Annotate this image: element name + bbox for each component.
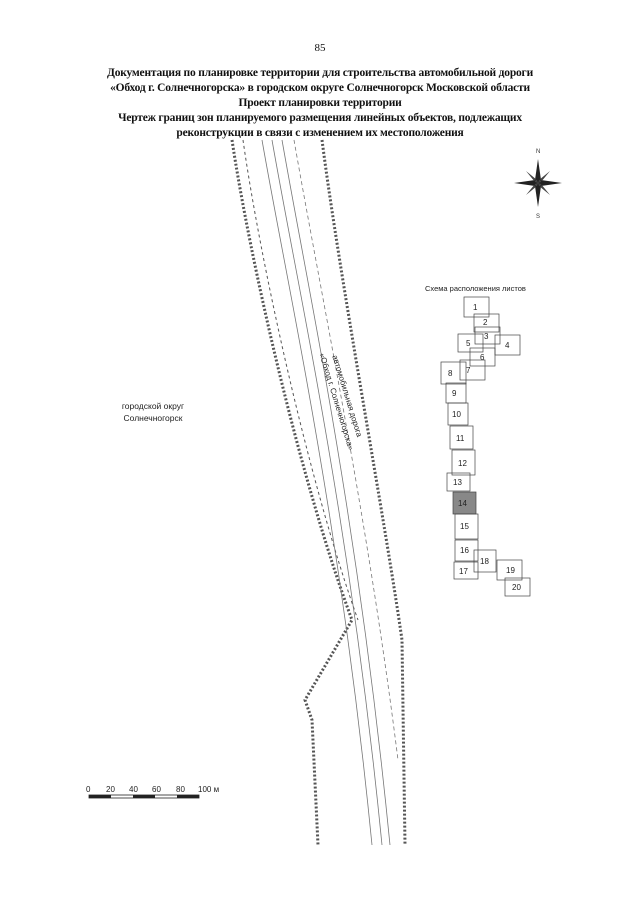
sheet-label-11: 11 xyxy=(456,434,465,443)
road-line-3 xyxy=(281,139,391,846)
sheet-2 xyxy=(473,313,500,333)
sheet-scheme-title: Схема расположения листов xyxy=(425,284,526,293)
sheet-label-9: 9 xyxy=(452,389,457,398)
scale-label-100: 100 м xyxy=(198,785,220,794)
sheet-6 xyxy=(469,347,496,367)
scale-label-0: 0 xyxy=(86,785,91,794)
district-label-line-1: городской округ xyxy=(121,401,185,411)
title-line-5: реконструкции в связи с изменением их ме… xyxy=(176,127,464,139)
district-label-line-2: Солнечногорск xyxy=(123,413,183,423)
scale-label-60: 60 xyxy=(152,785,161,794)
title-line-3: Проект планировки территории xyxy=(238,97,402,109)
scale-label-80: 80 xyxy=(176,785,185,794)
sheet-scheme xyxy=(440,296,531,597)
road-line-4 xyxy=(293,139,399,761)
scale-label-20: 20 xyxy=(106,785,115,794)
sheet-18 xyxy=(473,549,497,573)
sheet-12 xyxy=(451,449,476,476)
compass-south-label: S xyxy=(536,214,540,220)
sheet-7 xyxy=(459,359,486,381)
zone-boundary-left-inner xyxy=(242,139,359,621)
sheet-16 xyxy=(454,539,479,562)
sheet-3 xyxy=(474,326,501,345)
sheet-13 xyxy=(446,472,471,492)
sheet-5 xyxy=(457,333,484,353)
sheet-11 xyxy=(449,425,474,450)
sheet-label-7: 7 xyxy=(466,366,471,375)
sheet-label-6: 6 xyxy=(480,353,485,362)
title-line-2: «Обход г. Солнечногорска» в городском ок… xyxy=(110,82,530,94)
sheet-label-13: 13 xyxy=(453,478,462,487)
sheet-scheme-labels: 1 2 3 4 5 6 7 8 9 10 11 12 13 14 15 16 1… xyxy=(448,303,521,592)
sheet-label-4: 4 xyxy=(505,341,510,350)
sheet-label-5: 5 xyxy=(466,339,471,348)
title-line-1: Документация по планировке территории дл… xyxy=(106,67,534,79)
sheet-label-17: 17 xyxy=(459,567,468,576)
road-lines xyxy=(261,139,399,846)
zone-boundary-right xyxy=(320,139,407,846)
sheet-label-14: 14 xyxy=(458,499,467,508)
zone-boundary-left xyxy=(230,139,354,846)
sheet-label-19: 19 xyxy=(506,566,515,575)
page-number: 85 xyxy=(314,42,326,54)
sheet-label-15: 15 xyxy=(460,522,469,531)
sheet-8 xyxy=(440,361,467,385)
scale-bar xyxy=(88,794,200,799)
title-line-4: Чертеж границ зон планируемого размещени… xyxy=(118,112,522,124)
sheet-20 xyxy=(504,577,531,597)
sheet-4 xyxy=(494,334,521,356)
sheet-17 xyxy=(453,561,479,580)
sheet-label-16: 16 xyxy=(460,546,469,555)
sheet-10 xyxy=(447,402,469,426)
scale-label-40: 40 xyxy=(129,785,138,794)
sheet-label-3: 3 xyxy=(484,332,489,341)
sheet-label-18: 18 xyxy=(480,557,489,566)
sheet-label-1: 1 xyxy=(473,303,478,312)
sheet-15 xyxy=(454,513,479,540)
road-line-1 xyxy=(261,139,373,846)
sheet-label-12: 12 xyxy=(458,459,467,468)
sheet-label-2: 2 xyxy=(483,318,488,327)
compass-north-label: N xyxy=(536,149,540,155)
sheet-label-8: 8 xyxy=(448,369,453,378)
zone-boundary xyxy=(230,139,407,846)
sheet-label-20: 20 xyxy=(512,583,521,592)
district-label: городской округ Солнечногорск xyxy=(108,400,198,424)
sheet-19 xyxy=(496,559,523,581)
compass-rose-icon: N S xyxy=(514,149,562,220)
road-line-2 xyxy=(271,139,383,846)
document-title: Документация по планировке территории дл… xyxy=(60,66,580,141)
sheet-1 xyxy=(463,296,490,318)
sheet-label-10: 10 xyxy=(452,410,461,419)
